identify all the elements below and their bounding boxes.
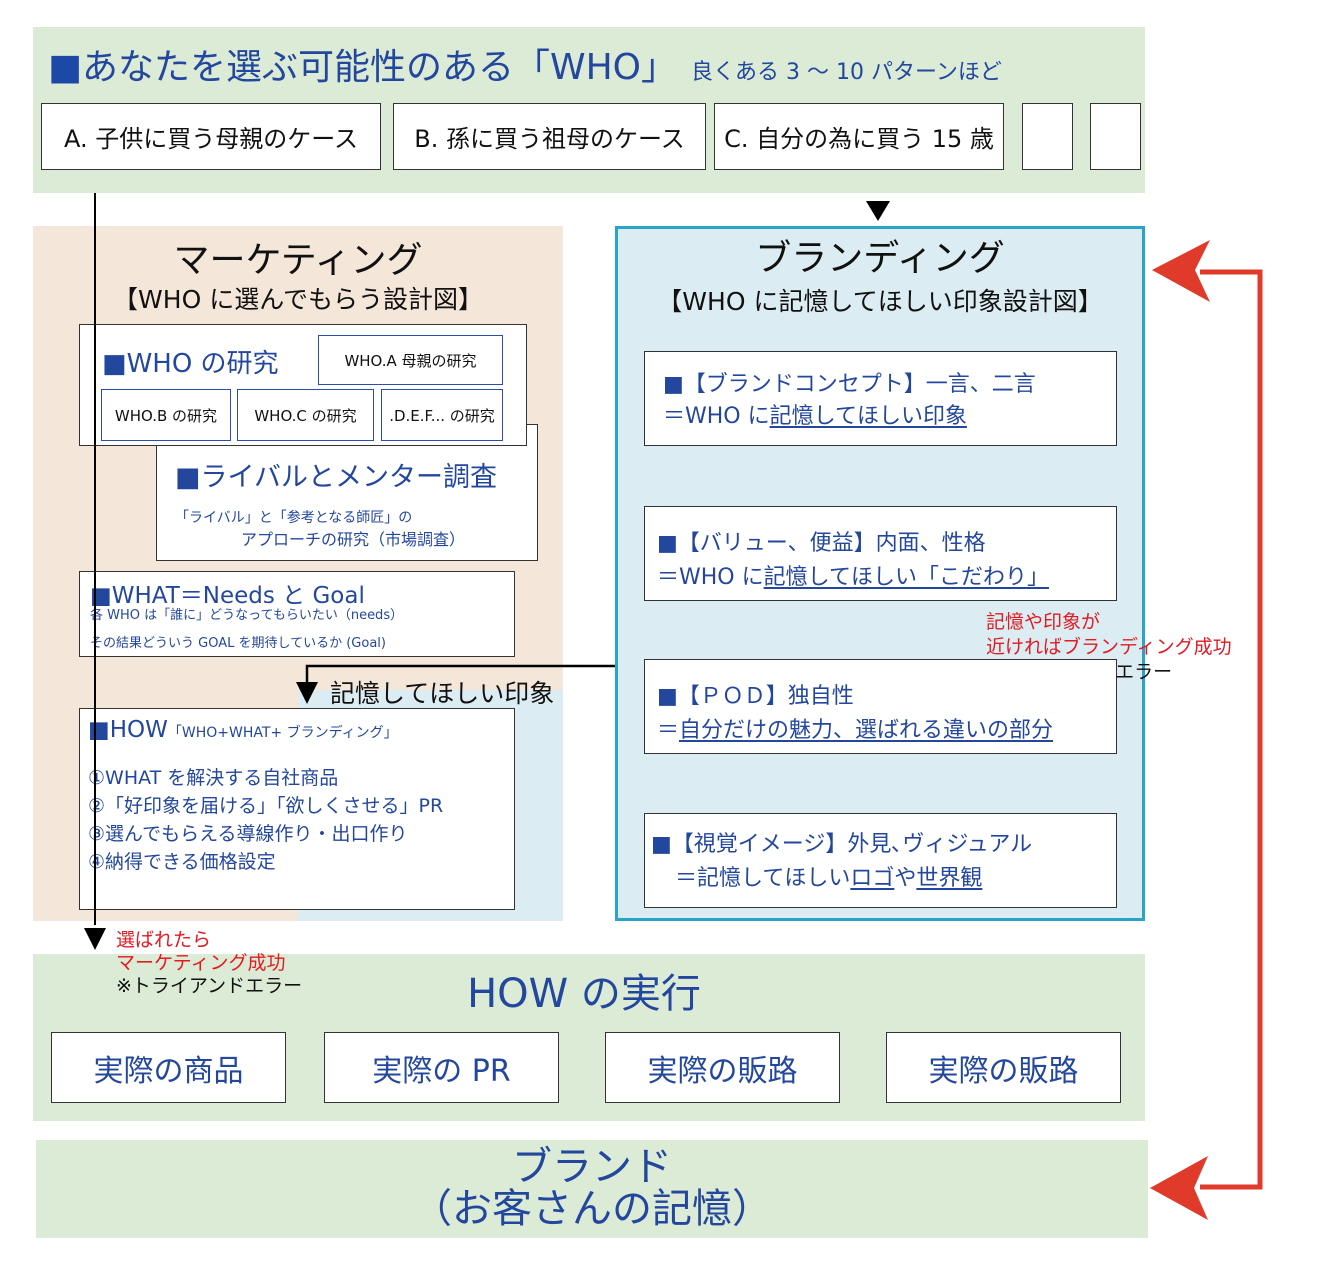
- who-case-b: B. 孫に買う祖母のケース: [393, 103, 706, 170]
- how-execution-title: HOW の実行: [467, 971, 701, 1017]
- rival-research-line1: 「ライバル」と「参考となる師匠」の: [175, 510, 413, 526]
- brand-visual-line1: ■【視覚イメージ】外見､ヴィジュアル: [651, 832, 1033, 857]
- how-item-3: ③選んでもらえる導線作り・出口作り: [88, 823, 408, 845]
- brand-pod-line1: ■【ＰＯＤ】独自性: [657, 684, 854, 709]
- brand-value-line2: ＝WHO に記憶してほしい「こだわり」: [657, 559, 1049, 591]
- who-research-a: WHO.A 母親の研究: [318, 335, 503, 385]
- branding-success-line1: 記憶や印象が: [986, 611, 1101, 633]
- branding-arrow-head: [866, 201, 890, 221]
- marketing-success-note: 選ばれたら マーケティング成功 ※トライアンドエラー: [116, 929, 302, 998]
- brand-visual-prefix: ＝記憶してほしい: [675, 866, 851, 891]
- how-box: ■HOW 「WHO+WHAT+ ブランディング」 ①WHAT を解決する自社商品…: [79, 708, 515, 910]
- who-research-title: ■WHO の研究: [102, 349, 279, 379]
- feedback-loop-line: [1200, 269, 1263, 1190]
- brand-value-line1: ■【バリュー、便益】内面、性格: [657, 531, 986, 556]
- who-case-empty-2: [1090, 103, 1141, 170]
- brand-visual-world: 世界観: [916, 866, 983, 891]
- brand-value-emphasis: 記憶してほしい「こだわり」: [763, 565, 1049, 590]
- who-case-b-label: B. 孫に買う祖母のケース: [414, 125, 685, 153]
- brand-visual-line2: ＝記憶してほしいロゴや世界観: [675, 860, 982, 892]
- brand-visual-box: ■【視覚イメージ】外見､ヴィジュアル ＝記憶してほしいロゴや世界観: [644, 813, 1117, 908]
- brand-pod-box: ■【ＰＯＤ】独自性 ＝自分だけの魅力、選ばれる違いの部分: [644, 659, 1117, 754]
- brand-visual-mid: や: [894, 866, 917, 891]
- how-item-1: ①WHAT を解決する自社商品: [88, 767, 339, 789]
- brand-concept-line1: ■【ブランドコンセプト】一言、二言: [663, 372, 1036, 397]
- what-title: ■WHAT＝Needs と Goal: [90, 583, 365, 609]
- who-research-a-label: WHO.A 母親の研究: [344, 351, 477, 370]
- what-line2: その結果どういう GOAL を期待しているか (Goal): [90, 636, 386, 651]
- how-item-2: ②「好印象を届ける」「欲しくさせる」PR: [88, 795, 444, 817]
- branding-success-line2: 近ければブランディング成功: [986, 636, 1232, 658]
- impression-label: 記憶してほしい印象: [330, 679, 555, 708]
- who-case-empty-1: [1022, 103, 1073, 170]
- feedback-arrow-top: [1152, 240, 1210, 302]
- marketing-subtitle: 【WHO に選んでもらう設計図】: [113, 285, 483, 314]
- execution-channel-2-label: 実際の販路: [928, 1053, 1079, 1089]
- who-research-def-label: .D.E.F... の研究: [389, 406, 495, 425]
- marketing-success-line1: 選ばれたら: [116, 929, 212, 951]
- who-title: あなたを選ぶ可能性のある「WHO」: [82, 47, 678, 88]
- brand-value-box: ■【バリュー、便益】内面、性格 ＝WHO に記憶してほしい「こだわり」: [644, 506, 1117, 601]
- brand-pod-line2: ＝自分だけの魅力、選ばれる違いの部分: [657, 712, 1053, 744]
- marketing-flow-line: [94, 193, 96, 925]
- what-box: ■WHAT＝Needs と Goal 各 WHO は「誰に」どうなってもらいたい…: [79, 571, 515, 657]
- branding-title: ブランディング: [755, 238, 1005, 279]
- execution-channel-1-label: 実際の販路: [647, 1053, 798, 1089]
- brand-concept-box: ■【ブランドコンセプト】一言、二言 ＝WHO に記憶してほしい印象: [644, 351, 1117, 446]
- who-case-c: C. 自分の為に買う 15 歳: [714, 103, 1004, 170]
- how-title: ■HOW: [88, 717, 168, 743]
- who-research-c-label: WHO.C の研究: [254, 406, 357, 425]
- brand-concept-prefix: ＝WHO に: [663, 404, 770, 429]
- how-title-row: ■HOW 「WHO+WHAT+ ブランディング」: [88, 717, 398, 743]
- execution-pr: 実際の PR: [324, 1032, 559, 1103]
- rival-research-box: ■ライバルとメンター調査 「ライバル」と「参考となる師匠」の アプローチの研究（…: [156, 424, 538, 561]
- what-line1: 各 WHO は「誰に」どうなってもらいたい（needs）: [90, 608, 404, 623]
- who-case-a-label: A. 子供に買う母親のケース: [63, 125, 359, 153]
- marketing-success-line2: マーケティング成功: [116, 952, 286, 974]
- square-icon: ■: [48, 47, 83, 88]
- who-research-box: ■WHO の研究 WHO.A 母親の研究 WHO.B の研究 WHO.C の研究…: [79, 324, 527, 446]
- who-research-b: WHO.B の研究: [101, 389, 231, 441]
- branding-subtitle: 【WHO に記憶してほしい印象設計図】: [657, 287, 1103, 316]
- brand-pod-emphasis: 自分だけの魅力、選ばれる違いの部分: [679, 718, 1054, 743]
- rival-research-title: ■ライバルとメンター調査: [175, 462, 497, 493]
- who-research-b-label: WHO.B の研究: [114, 406, 218, 425]
- brand-value-prefix: ＝WHO に: [657, 565, 764, 590]
- brand-title-line2: （お客さんの記憶）: [412, 1186, 772, 1232]
- brand-concept-emphasis: 記憶してほしい印象: [769, 404, 967, 429]
- who-subtitle: 良くある 3 〜 10 パターンほど: [691, 60, 1002, 85]
- how-title-note: 「WHO+WHAT+ ブランディング」: [167, 725, 398, 741]
- feedback-arrow-bottom: [1150, 1156, 1208, 1220]
- who-research-c: WHO.C の研究: [237, 389, 374, 441]
- how-item-4: ④納得できる価格設定: [88, 851, 276, 873]
- brand-section: [36, 1140, 1148, 1238]
- brand-visual-logo: ロゴ: [850, 866, 895, 891]
- rival-research-line2: アプローチの研究（市場調査）: [241, 530, 466, 549]
- who-research-def: .D.E.F... の研究: [381, 389, 503, 441]
- execution-channel-1: 実際の販路: [605, 1032, 840, 1103]
- execution-product-label: 実際の商品: [93, 1053, 244, 1089]
- marketing-arrow-head: [84, 928, 106, 950]
- execution-product: 実際の商品: [51, 1032, 286, 1103]
- who-case-c-label: C. 自分の為に買う 15 歳: [724, 125, 994, 153]
- brand-pod-prefix: ＝: [657, 718, 680, 743]
- execution-pr-label: 実際の PR: [372, 1053, 511, 1089]
- who-case-a: A. 子供に買う母親のケース: [41, 103, 381, 170]
- who-title-row: ■ あなたを選ぶ可能性のある「WHO」 良くある 3 〜 10 パターンほど: [48, 38, 1002, 88]
- execution-channel-2: 実際の販路: [886, 1032, 1121, 1103]
- brand-title: ブランド （お客さんの記憶）: [36, 1146, 1148, 1230]
- marketing-title: マーケティング: [173, 240, 423, 281]
- marketing-trial-note: ※トライアンドエラー: [116, 975, 303, 997]
- brand-concept-line2: ＝WHO に記憶してほしい印象: [663, 398, 967, 430]
- brand-title-line1: ブランド: [512, 1144, 672, 1190]
